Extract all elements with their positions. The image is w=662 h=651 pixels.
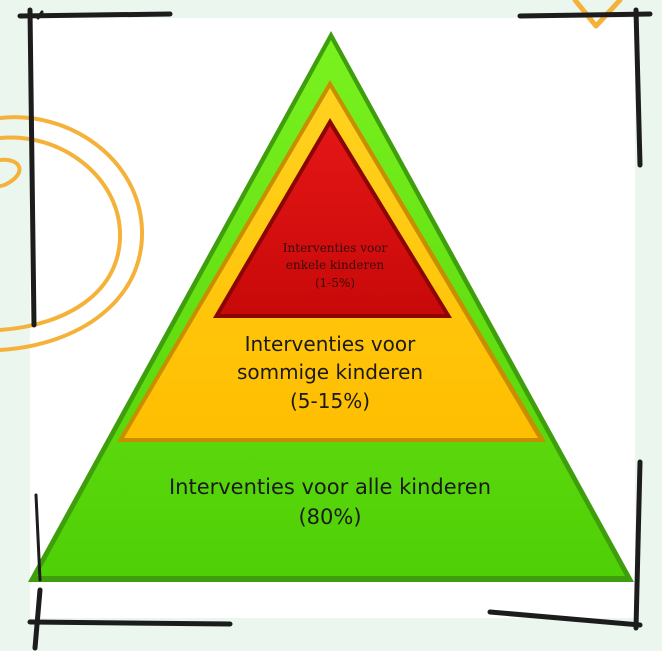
tier-bottom-label: Interventies voor alle kinderen (80%) [100, 472, 560, 533]
tier-bottom-line-2: (80%) [298, 505, 362, 530]
tier-middle-line-1: Interventies voor [244, 332, 416, 356]
tier-middle-line-3: (5-15%) [290, 388, 370, 413]
tier-middle-line-2: sommige kinderen [236, 360, 424, 385]
tier-top-label: Interventies voor enkele kinderen (1-5%) [235, 240, 435, 292]
tier-middle-label: Interventies voor sommige kinderen (5-15… [190, 330, 470, 415]
sketch-frame [17, 7, 653, 651]
tier-bottom-line-1: Interventies voor alle kinderen [168, 475, 492, 499]
pyramid-tier-top [220, 126, 445, 314]
tier-top-line-3: (1-5%) [314, 275, 356, 290]
spiral-doodle-icon [0, 115, 145, 352]
tier-top-line-2: enkele kinderen [285, 258, 385, 273]
tier-top-line-1: Interventies voor [282, 241, 388, 255]
check-doodle-icon [572, 0, 623, 29]
